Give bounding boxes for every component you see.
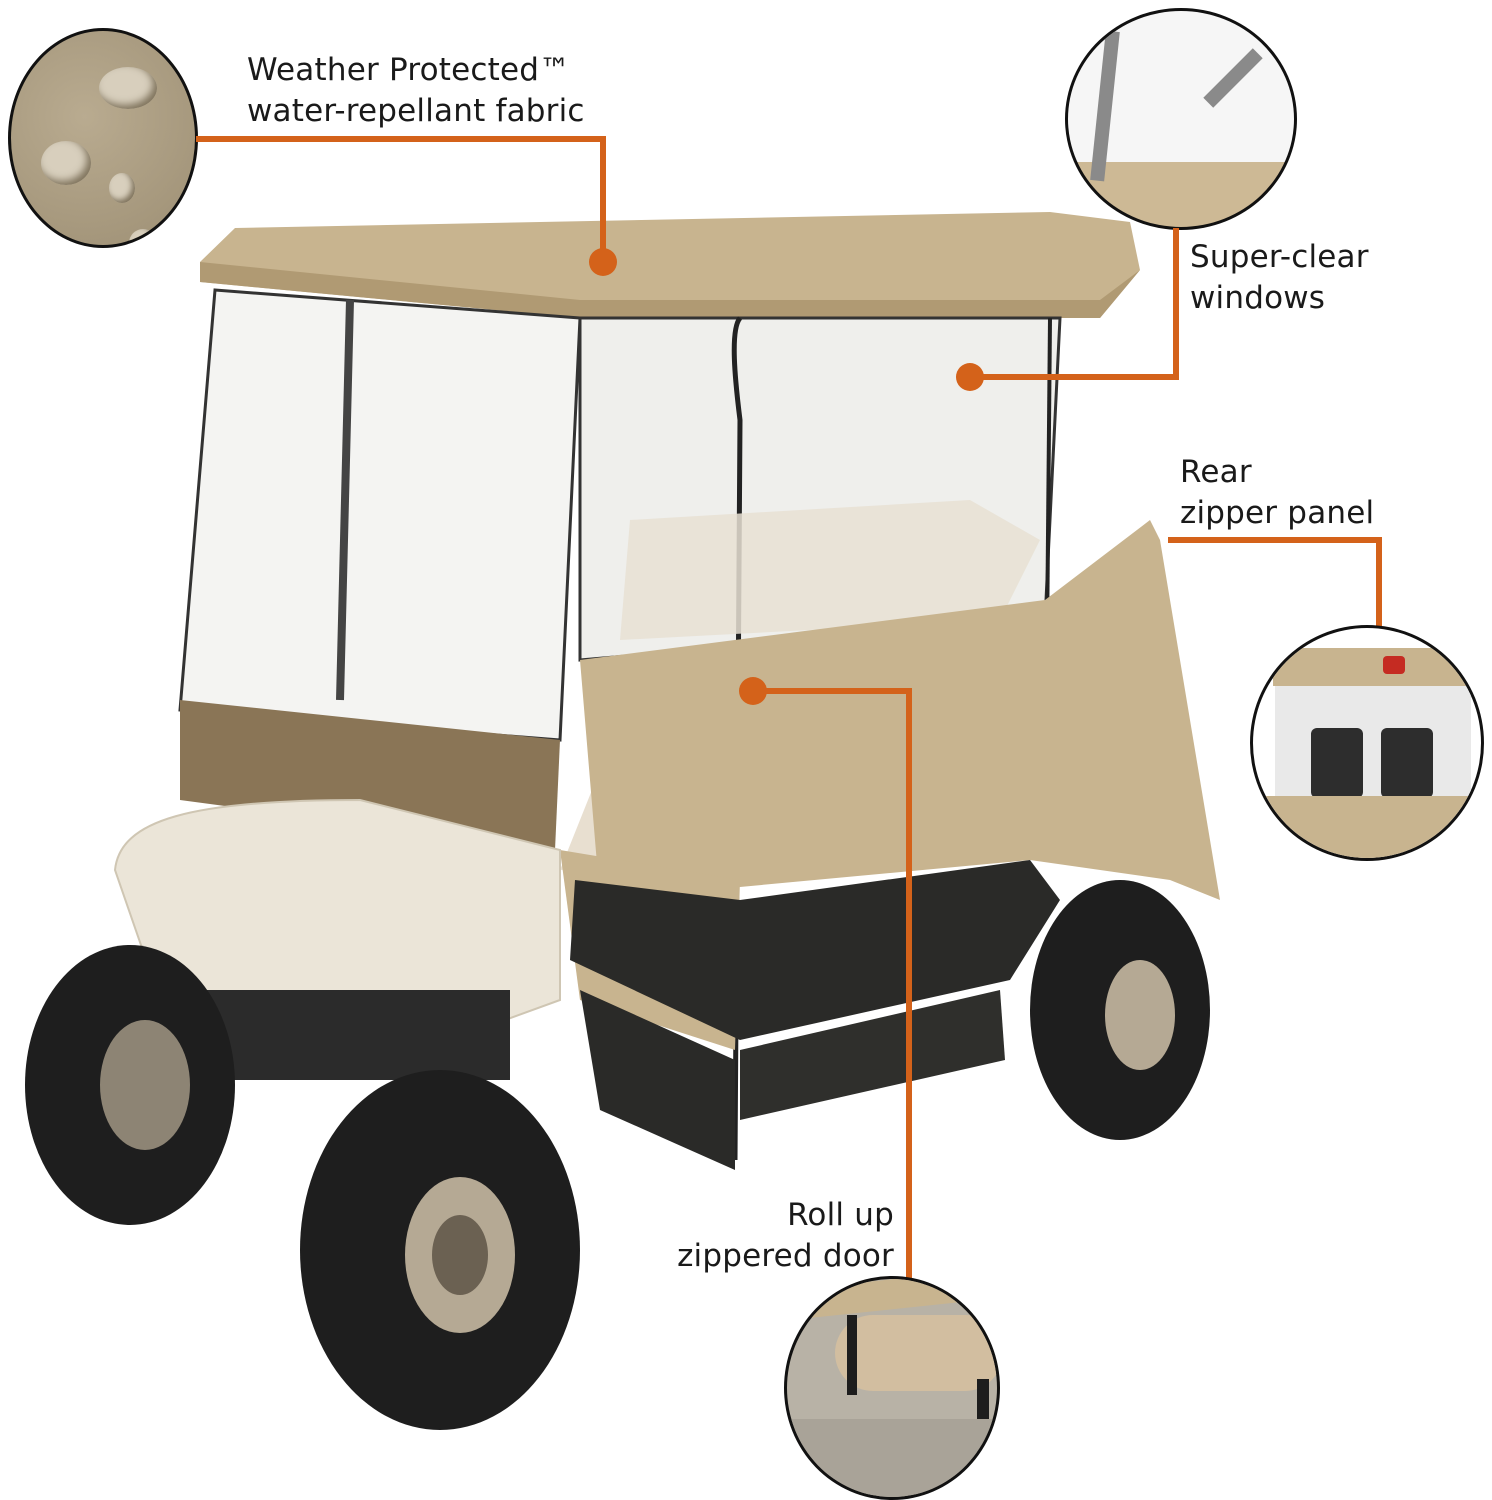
rear-label-line2: zipper panel	[1180, 495, 1375, 531]
rear-callout-label: Rear zipper panel	[1180, 452, 1374, 534]
door-leader-horizontal	[752, 688, 912, 694]
door-detail-circle	[784, 1276, 1000, 1500]
rear-leader-vertical	[1376, 537, 1382, 629]
rear-panel-detail-circle	[1250, 625, 1484, 861]
windows-label-line2: windows	[1190, 280, 1326, 316]
door-label-line2: zippered door	[677, 1238, 894, 1274]
windows-callout-label: Super-clear windows	[1190, 237, 1369, 319]
front-right-wheel	[300, 1070, 580, 1430]
rear-label-line1: Rear	[1180, 454, 1252, 490]
windows-label-line1: Super-clear	[1190, 239, 1369, 275]
front-left-wheel	[25, 945, 235, 1225]
rear-leader-horizontal	[1168, 537, 1382, 543]
door-leader-vertical	[906, 688, 912, 1278]
windows-leader-vertical	[1173, 228, 1179, 380]
fabric-detail-circle	[8, 28, 198, 248]
windows-leader-horizontal	[972, 374, 1179, 380]
fabric-callout-label: Weather Protected™ water-repellant fabri…	[247, 50, 585, 132]
rear-wheel	[1030, 880, 1210, 1140]
fabric-anchor-dot	[589, 248, 617, 276]
fabric-leader-horizontal	[196, 136, 606, 142]
windows-detail-circle	[1065, 8, 1297, 230]
fabric-leader-vertical	[600, 136, 606, 260]
door-label-line1: Roll up	[787, 1197, 894, 1233]
door-callout-label: Roll up zippered door	[672, 1195, 894, 1277]
windows-anchor-dot	[956, 363, 984, 391]
fabric-label-line1: Weather Protected™	[247, 52, 571, 88]
fabric-label-line2: water-repellant fabric	[247, 93, 585, 129]
